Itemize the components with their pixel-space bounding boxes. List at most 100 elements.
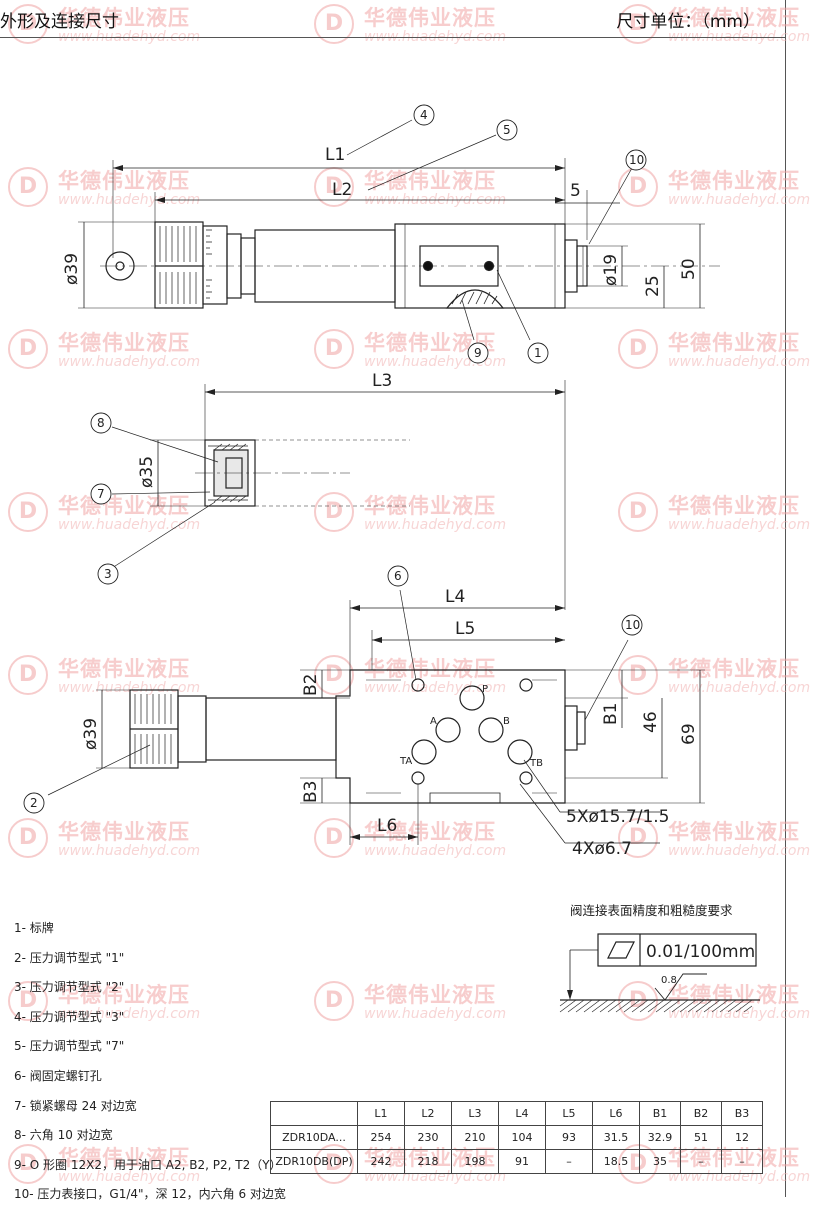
dim-50: 50 <box>679 258 699 280</box>
table-cell: 254 <box>357 1125 405 1150</box>
balloon-4: 4 <box>420 108 428 122</box>
balloon-5: 5 <box>503 123 511 137</box>
tolerance-value: 0.01/100mm <box>646 942 755 962</box>
roughness-symbol <box>559 933 760 1013</box>
port-p <box>459 685 485 711</box>
plan-body <box>335 669 566 804</box>
nameplate <box>419 245 499 287</box>
table-cell: 32.9 <box>639 1125 681 1150</box>
dim-l6: L6 <box>377 816 397 836</box>
dim-5: 5 <box>570 181 581 201</box>
roughness-ra: 0.8 <box>661 975 677 986</box>
holes-5x: 5Xø15.7/1.5 <box>566 807 669 827</box>
balloon-6: 6 <box>394 569 402 583</box>
page-frame <box>785 0 786 1197</box>
table-header-cell: B2 <box>680 1101 722 1126</box>
table-cell: 104 <box>498 1125 546 1150</box>
table-cell: ZDR10DB(DP) <box>270 1149 358 1174</box>
table-header-cell: L6 <box>592 1101 640 1126</box>
table-cell: 18.5 <box>592 1149 640 1174</box>
legend-item: 2- 压力调节型式 "1" <box>14 950 125 965</box>
parts-legend: 1- 标牌 2- 压力调节型式 "1" 3- 压力调节型式 "2" 4- 压力调… <box>14 920 286 1216</box>
table-cell: 91 <box>498 1149 546 1174</box>
table-header-cell <box>270 1101 358 1126</box>
port-label-tb: TB <box>529 758 543 769</box>
table-cell: 51 <box>680 1125 722 1150</box>
holes-4x: 4Xø6.7 <box>572 839 632 859</box>
balloon-9: 9 <box>474 346 482 360</box>
port-label-b: B <box>503 716 510 727</box>
mount-hole <box>519 678 533 692</box>
table-row: ZDR10DA... 254 230 210 104 93 31.5 32.9 … <box>270 1125 763 1150</box>
balloons <box>23 104 647 814</box>
table-cell: 210 <box>451 1125 499 1150</box>
table-header-cell: B3 <box>721 1101 763 1126</box>
table-cell: 242 <box>357 1149 405 1174</box>
balloon-10-top: 10 <box>629 153 644 167</box>
dim-l1: L1 <box>325 145 345 165</box>
legend-item: 1- 标牌 <box>14 921 54 935</box>
dim-69: 69 <box>679 723 699 745</box>
mount-hole <box>411 678 425 692</box>
legend-item: 7- 锁紧螺母 24 对边宽 <box>14 1098 137 1113</box>
table-cell: – <box>545 1149 593 1174</box>
dim-l3: L3 <box>372 371 392 391</box>
balloon-2: 2 <box>30 796 38 810</box>
dim-46: 46 <box>641 711 661 733</box>
table-cell: 93 <box>545 1125 593 1150</box>
table-cell: 31.5 <box>592 1125 640 1150</box>
table-cell: 230 <box>404 1125 452 1150</box>
legend-item: 9- O 形圈 12X2，用于油口 A2, B2, P2, T2（Y） <box>14 1157 282 1172</box>
port-b <box>478 717 504 743</box>
legend-item: 8- 六角 10 对边宽 <box>14 1128 113 1143</box>
unit-label: 尺寸单位：（mm） <box>616 12 760 32</box>
page-header: 外形及连接尺寸 尺寸单位：（mm） <box>0 0 786 38</box>
dim-25: 25 <box>643 275 663 297</box>
dim-dia39-top: ø39 <box>62 253 82 285</box>
balloon-1: 1 <box>534 346 542 360</box>
legend-item: 6- 阀固定螺钉孔 <box>14 1068 102 1083</box>
balloon-8: 8 <box>97 416 105 430</box>
table-cell: 35 <box>639 1149 681 1174</box>
table-cell: – <box>721 1149 763 1174</box>
legend-item: 5- 压力调节型式 "7" <box>14 1039 125 1054</box>
table-header-cell: B1 <box>639 1101 681 1126</box>
dim-b1: B1 <box>601 703 621 725</box>
balloon-10-bottom: 10 <box>625 618 640 632</box>
balloon-7: 7 <box>97 487 105 501</box>
legend-item: 4- 压力调节型式 "3" <box>14 1009 125 1024</box>
mount-hole <box>519 771 533 785</box>
table-cell: ZDR10DA... <box>270 1125 358 1150</box>
table-cell: 198 <box>451 1149 499 1174</box>
adjustment-detail-view <box>111 380 566 610</box>
legend-item: 10- 压力表接口，G1/4"，深 12，内六角 6 对边宽 <box>14 1187 286 1202</box>
legend-item: 3- 压力调节型式 "2" <box>14 980 125 995</box>
dim-b2: B2 <box>301 674 321 696</box>
table-row: ZDR10DB(DP) 242 218 198 91 – 18.5 35 – – <box>270 1149 763 1174</box>
table-cell: 12 <box>721 1125 763 1150</box>
table-header-cell: L1 <box>357 1101 405 1126</box>
port-label-a: A <box>430 716 437 727</box>
dim-l4: L4 <box>445 587 465 607</box>
port-a <box>435 717 461 743</box>
dim-l2: L2 <box>332 180 352 200</box>
port-ta <box>411 739 437 765</box>
technical-drawing: L1 L2 5 ø39 ø19 25 50 L3 ø35 L4 L5 B2 B3… <box>23 104 760 1013</box>
dim-dia39-bottom: ø39 <box>81 718 101 750</box>
dimension-table: L1 L2 L3 L4 L5 L6 B1 B2 B3 ZDR10DA... 25… <box>270 1101 763 1174</box>
table-header-cell: L5 <box>545 1101 593 1126</box>
plan-view <box>47 589 705 845</box>
table-header-cell: L2 <box>404 1101 452 1126</box>
table-header-cell: L3 <box>451 1101 499 1126</box>
mount-hole <box>411 771 425 785</box>
dim-dia19: ø19 <box>601 254 621 286</box>
dim-dia35: ø35 <box>137 456 157 488</box>
balloon-3: 3 <box>104 567 112 581</box>
port-label-ta: TA <box>399 756 412 767</box>
port-label-p: P <box>482 684 488 695</box>
table-header-row: L1 L2 L3 L4 L5 L6 B1 B2 B3 <box>270 1101 763 1126</box>
port-tb <box>507 739 533 765</box>
page-title: 外形及连接尺寸 <box>0 12 119 32</box>
side-view-top <box>78 119 720 341</box>
table-cell: – <box>680 1149 722 1174</box>
